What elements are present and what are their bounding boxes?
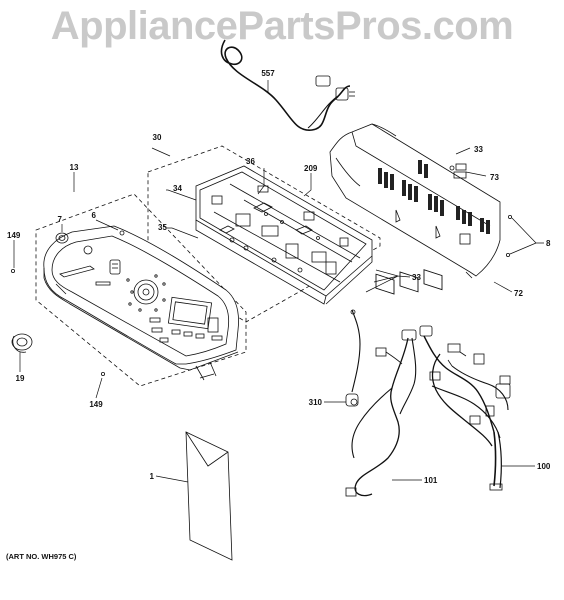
callout-8: 8: [546, 239, 551, 248]
callout-100: 100: [537, 462, 551, 471]
callout-36: 36: [246, 157, 255, 166]
back-panel: [329, 123, 512, 295]
leader-lines: [13, 80, 544, 483]
callout-19: 19: [16, 374, 25, 383]
callout-209: 209: [304, 164, 318, 173]
screw-149-left: [10, 268, 15, 273]
callout-1: 1: [150, 472, 155, 481]
power-cord-557: [220, 39, 355, 131]
callout-labels: 557 30 33 73 36 209 13 34 7 6 35 8 149 3…: [7, 69, 551, 485]
screw-149-lower: [101, 371, 106, 376]
knob-19: [11, 333, 33, 353]
watermark: AppliancePartsPros.com: [50, 4, 514, 48]
screw-6: [119, 230, 125, 236]
callout-149-left: 149: [7, 231, 21, 240]
callout-35: 35: [158, 223, 167, 232]
callout-33-top: 33: [474, 145, 483, 154]
control-board-group-outline: [147, 145, 381, 323]
tech-sheet-1: [185, 431, 233, 561]
callout-33-right: 33: [412, 273, 421, 282]
callout-101: 101: [424, 476, 438, 485]
control-board: [195, 165, 373, 305]
callout-72: 72: [514, 289, 523, 298]
callout-149-lower: 149: [89, 400, 103, 409]
wire-harness-100: [419, 325, 511, 491]
callout-7: 7: [58, 215, 63, 224]
wire-harness-101: [345, 329, 417, 497]
callout-34: 34: [173, 184, 182, 193]
art-number: (ART NO. WH975 C): [6, 552, 77, 561]
console-group-outline: [35, 193, 247, 387]
callout-73: 73: [490, 173, 499, 182]
callout-6: 6: [92, 211, 97, 220]
callout-310: 310: [309, 398, 323, 407]
knob-7: [55, 232, 69, 244]
callout-30: 30: [153, 133, 162, 142]
sensor-harness-310: [345, 309, 361, 407]
callout-13: 13: [70, 163, 79, 172]
console-panel: [43, 225, 239, 381]
callout-557: 557: [261, 69, 275, 78]
